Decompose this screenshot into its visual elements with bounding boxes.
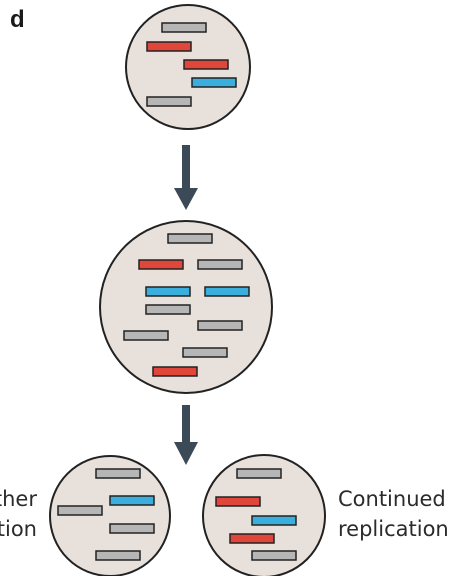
gray-element	[236, 468, 282, 479]
gray-element	[95, 550, 141, 561]
outcome-label-left-line2: tion	[0, 517, 37, 541]
gray-element	[182, 347, 228, 358]
cell-amplified	[99, 220, 273, 394]
arrow-down	[174, 405, 198, 465]
blue-element	[251, 515, 297, 526]
outcome-label-right-line2: replication	[338, 517, 449, 541]
gray-element	[251, 550, 297, 561]
blue-element	[145, 286, 191, 297]
outcome-label-left: ther tion	[0, 484, 37, 544]
arrow-down	[174, 145, 198, 210]
gray-element	[123, 330, 169, 341]
gray-element	[109, 523, 155, 534]
blue-element	[191, 77, 237, 88]
gray-element	[95, 468, 141, 479]
blue-element	[109, 495, 155, 506]
red-element	[138, 259, 184, 270]
gray-element	[146, 96, 192, 107]
blue-element	[204, 286, 250, 297]
cell-lost-replication	[49, 455, 171, 576]
gray-element	[57, 505, 103, 516]
outcome-label-left-line1: ther	[0, 487, 37, 511]
cell-membrane	[49, 455, 171, 576]
outcome-label-right-line1: Continued	[338, 487, 446, 511]
gray-element	[145, 304, 191, 315]
gray-element	[161, 22, 207, 33]
cell-initial	[125, 4, 251, 130]
red-element	[183, 59, 229, 70]
gray-element	[197, 320, 243, 331]
cell-continued-replication	[202, 454, 326, 576]
red-element	[146, 41, 192, 52]
gray-element	[167, 233, 213, 244]
red-element	[215, 496, 261, 507]
panel-label: d	[10, 6, 25, 33]
gray-element	[197, 259, 243, 270]
red-element	[152, 366, 198, 377]
outcome-label-right: Continued replication	[338, 484, 449, 544]
red-element	[229, 533, 275, 544]
